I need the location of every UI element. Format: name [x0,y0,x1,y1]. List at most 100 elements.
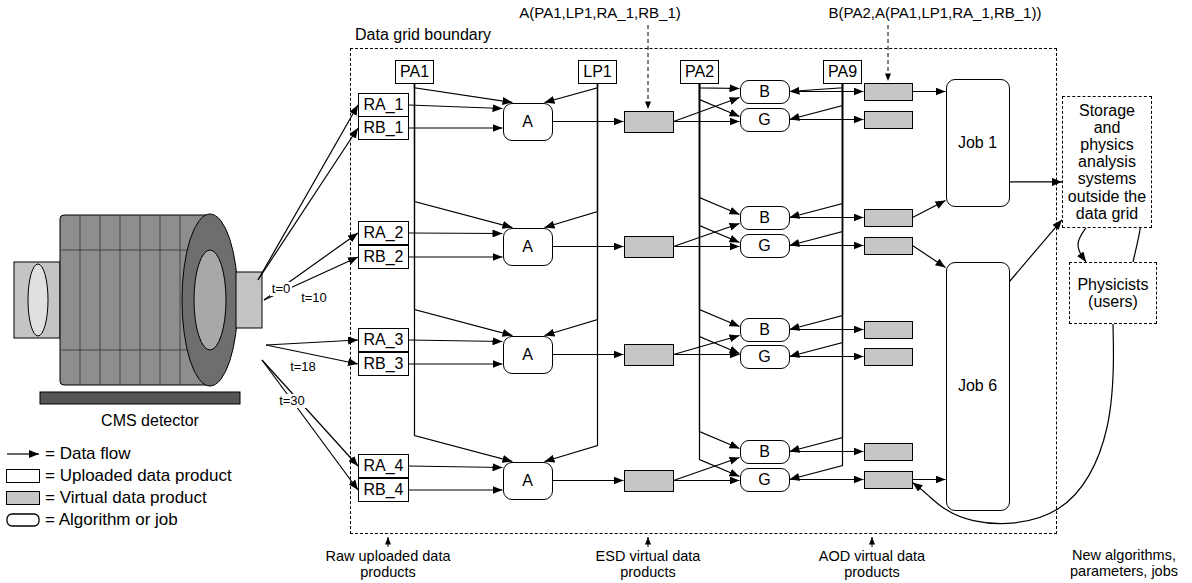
data-flow-arrow [700,84,740,327]
virtual-data-box [624,236,674,258]
algorithm-box: A [503,336,553,374]
data-flow-arrow [409,340,503,342]
data-flow-arrow [790,84,843,246]
data-flow-arrow [415,84,513,103]
algorithm-box: A [503,228,553,266]
data-flow-arrow [409,489,503,490]
time-label: t=18 [288,360,318,374]
data-flow-arrow [790,479,864,480]
readout-arrow [264,233,358,300]
time-label: t=0 [270,282,292,296]
legend-swatch [6,469,40,483]
algorithm-box: G [740,108,790,132]
node-label: RA_1 [363,96,403,114]
readout-arrow [258,105,358,280]
external-system-box: Storage and physics analysis systems out… [1062,96,1152,228]
node-label: A [522,346,533,364]
callout-label: B(PA2,A(PA1,LP1,RA_1,RB_1)) [827,5,1044,22]
data-flow-arrow [700,84,740,449]
job-box: Job 6 [946,262,1010,511]
algorithm-box: B [740,206,790,230]
callout-leaders [388,25,888,547]
data-flow-arrow [545,84,598,103]
data-flow-arrow [790,84,843,480]
node-label: B [759,443,770,461]
node-label: G [758,111,770,129]
data-flow-arrow [700,84,740,215]
data-flow-arrow [790,84,843,92]
data-flow-arrow [790,329,864,330]
data-flow-arrow [790,245,864,246]
data-flow-arrow [913,324,1114,524]
raw-data-box: RA_3 [358,328,408,352]
data-flow-arrow [790,119,864,120]
data-flow-arrow [409,127,503,128]
data-flow-arrow [1078,228,1086,262]
boundary-heading: Data grid boundary [355,26,491,44]
detector-readout-arrows [258,105,358,490]
legend-row: = Uploaded data product [6,466,232,486]
virtual-data-box [864,348,913,366]
node-label: LP1 [583,63,611,81]
data-flow-arrow [1010,181,1063,182]
raw-data-box: RB_3 [358,352,408,376]
data-flow-arrow [409,363,503,364]
readout-arrow [262,360,358,490]
raw-data-box: RB_1 [358,116,408,140]
node-label: RA_4 [363,457,403,475]
legend-text: = Algorithm or job [45,510,178,530]
data-flow-arrow [674,336,740,355]
virtual-data-box [864,209,913,227]
node-label: RB_3 [363,355,403,373]
algorithm-box: A [503,103,553,141]
data-flow-arrow [913,246,946,268]
data-flow-arrow [790,84,843,218]
legend-text: = Uploaded data product [45,466,232,486]
readout-arrow [262,360,358,466]
readout-arrow [266,340,358,345]
legend-sample [6,513,40,527]
node-label: Job 6 [958,377,997,395]
data-flow-arrow [674,98,740,122]
edge-label: New algorithms, parameters, jobs [1058,548,1190,580]
node-label: RA_2 [363,224,403,242]
data-flow-arrow [409,466,503,468]
node-label: A [522,472,533,490]
node-label: G [758,348,770,366]
data-flow-arrow [553,354,624,355]
raw-data-box: RB_4 [358,478,408,502]
virtual-data-box [864,237,913,255]
time-label: t=10 [299,291,329,305]
algorithm-box: B [740,80,790,104]
leader-line [388,537,389,547]
readout-arrow [258,128,358,280]
node-label: RB_4 [363,481,403,499]
data-flow-arrow [790,84,843,452]
legend-row: = Data flow [6,444,131,464]
legend-row: = Algorithm or job [6,510,178,530]
data-flow-arrow [553,246,624,247]
time-label: t=30 [277,394,307,408]
cms-detector-illustration [14,214,262,404]
data-flow-arrow [409,232,503,234]
data-flow-arrow [674,246,740,247]
data-flow-arrow [553,121,624,122]
parameter-box: PA1 [395,60,434,84]
node-label: B [759,83,770,101]
legend-text: = Virtual data product [45,488,207,508]
raw-data-box: RA_1 [358,93,408,117]
detector-caption: CMS detector [99,412,201,430]
node-label: A [522,113,533,131]
virtual-data-box [864,443,913,461]
legend-swatch [6,491,40,505]
region-callout: Raw uploaded data products [311,549,465,581]
virtual-data-box [864,471,913,489]
node-label: G [758,237,770,255]
node-label: PA1 [400,63,429,81]
data-flow-arrow [913,91,946,92]
data-flow-arrow [674,480,740,481]
virtual-data-box [624,111,674,133]
legend-sample [6,447,40,461]
node-label: Physicists (users) [1073,276,1153,310]
data-flow-arrow [700,84,740,89]
